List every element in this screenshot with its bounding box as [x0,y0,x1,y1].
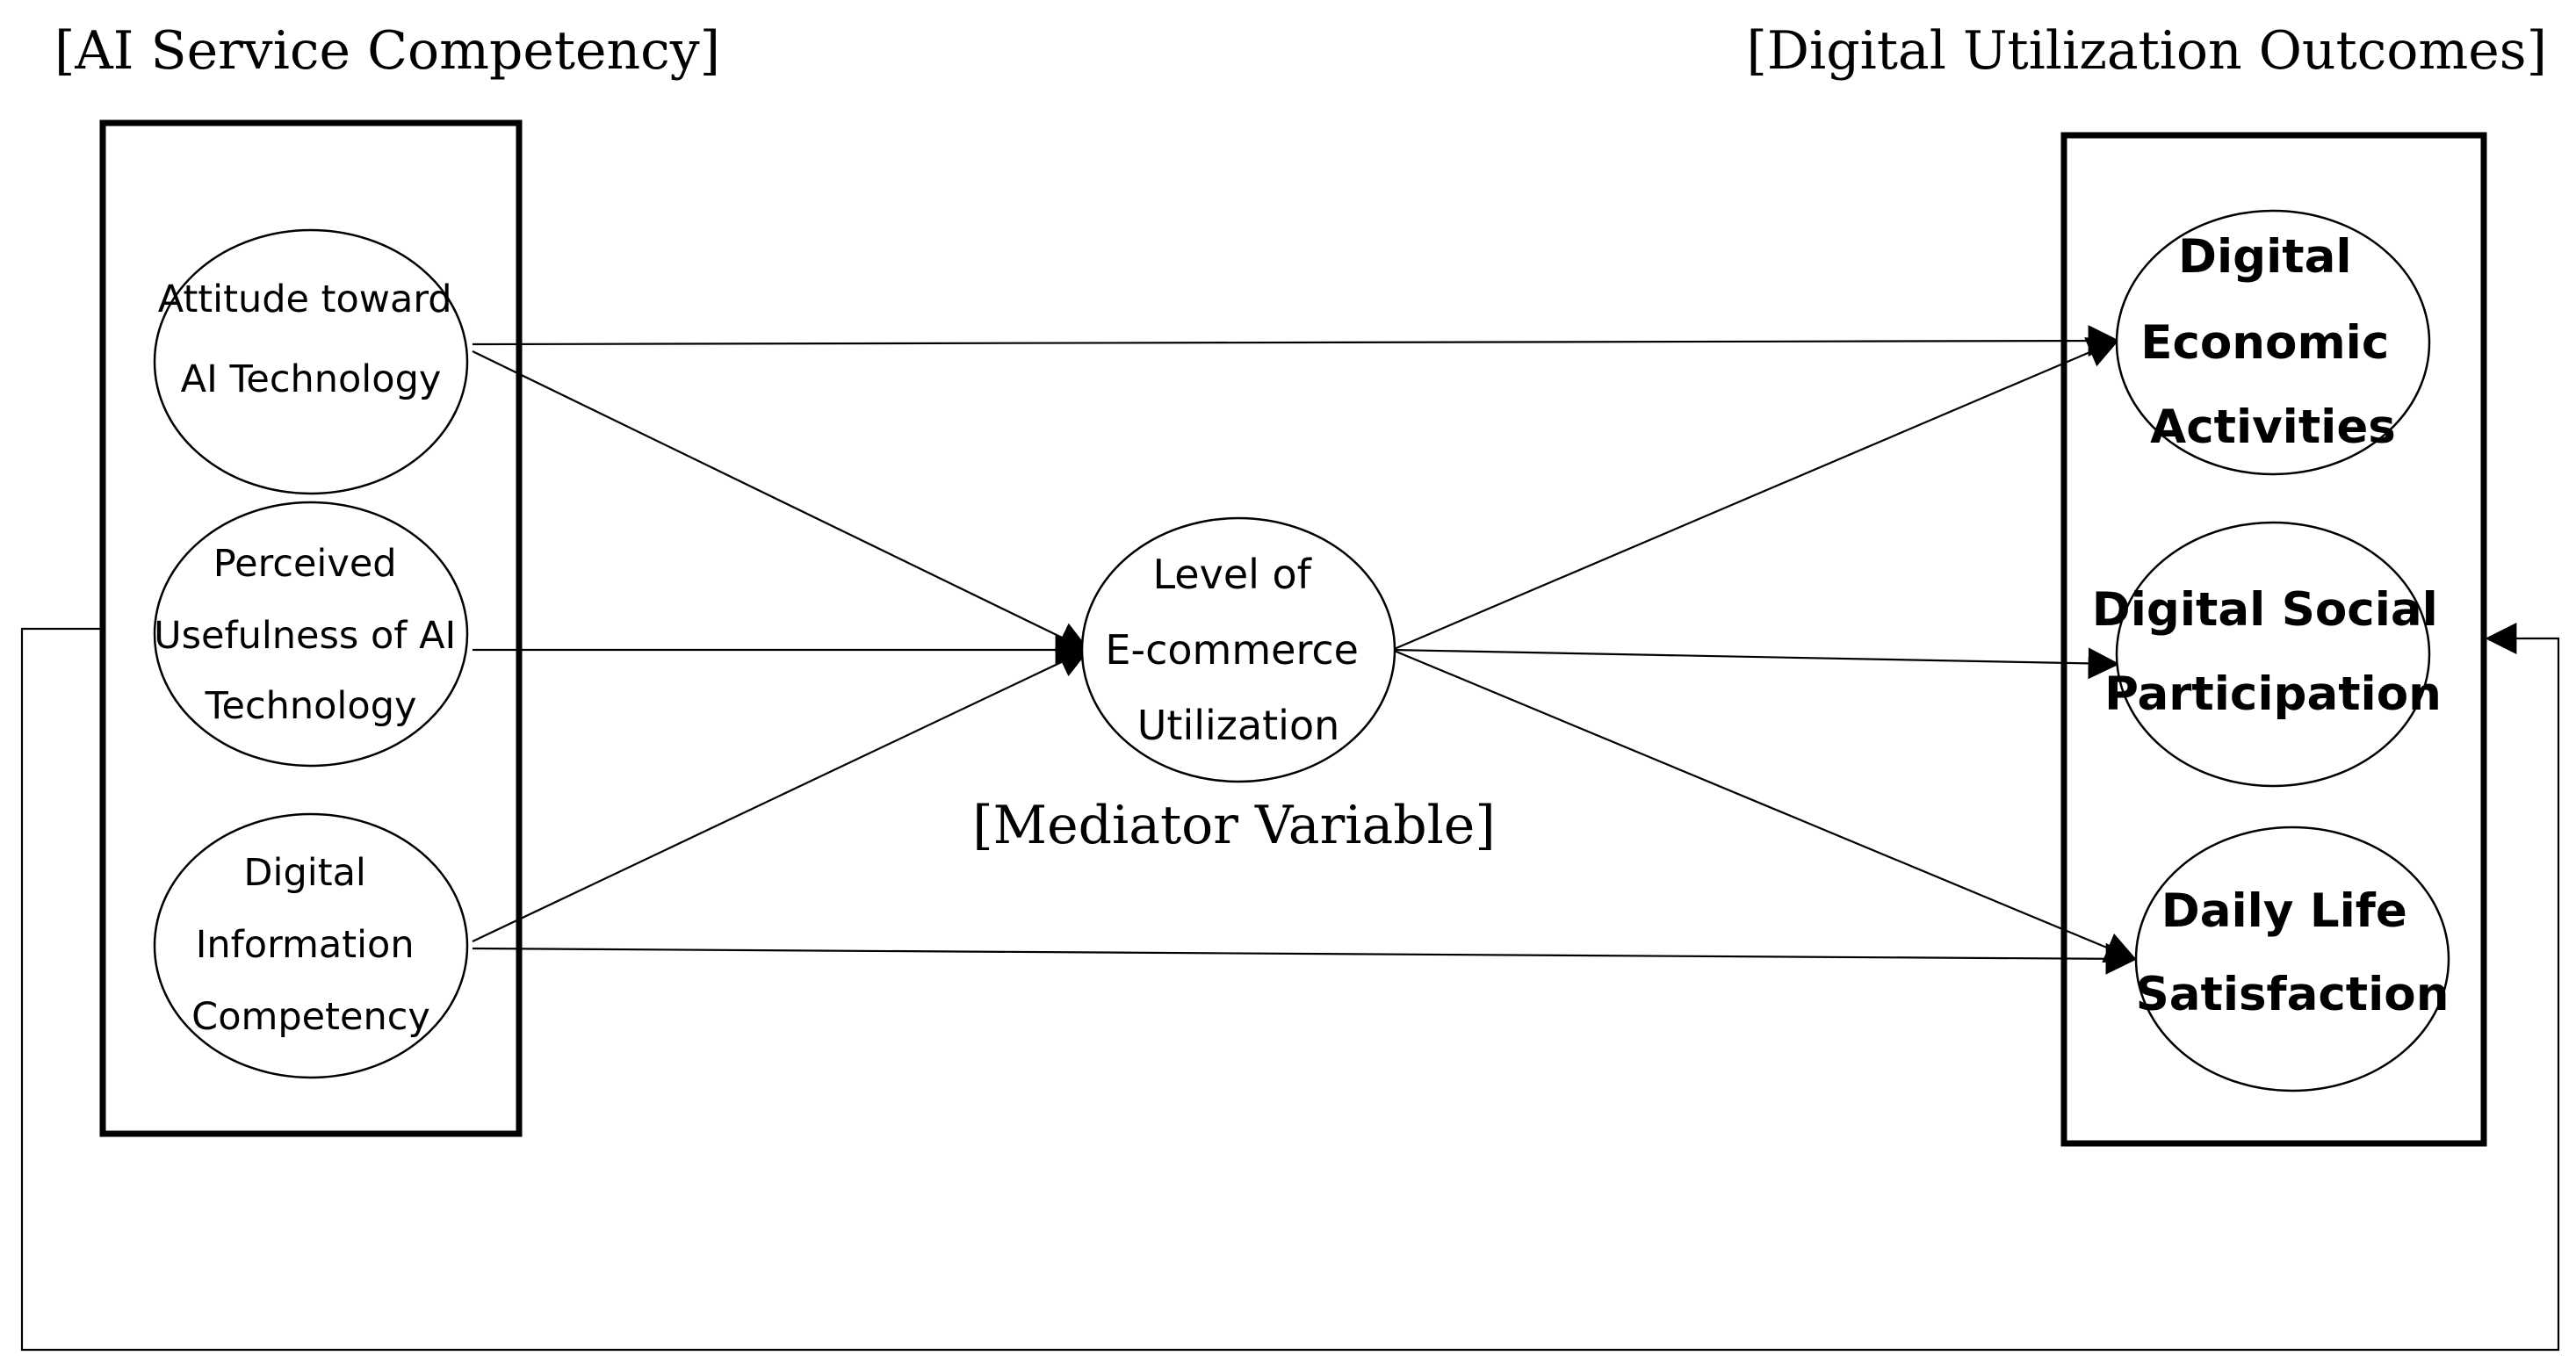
path-competency-to-ecommerce [472,647,1091,942]
node-daily-life-satisfaction: Daily Life Satisfaction [2134,826,2450,1092]
path-attitude-to-economic [472,325,2120,357]
path-attitude-to-ecommerce [472,350,1091,653]
path-ecommerce-to-satisfaction [1391,648,2138,963]
node-ecommerce-label: Level of E-commerce Utilization [1105,551,1371,749]
node-satisfaction-shape [2134,826,2450,1092]
node-social-label: Digital Social Participation [2092,583,2455,721]
node-usefulness-shape [153,501,469,768]
node-economic-label: Digital Economic Activities [2140,230,2405,454]
node-digital-social-participation: Digital Social Participation [2092,521,2455,788]
path-competency-to-satisfaction [472,942,2138,975]
node-ecommerce-utilization: Level of E-commerce Utilization [1080,516,1396,783]
node-social-shape [2115,521,2431,788]
path-ecommerce-to-social [1391,647,2120,680]
node-digital-information-competency: Digital Information Competency [153,812,469,1079]
node-usefulness-label: Perceived Usefulness of AI Technology [154,542,468,728]
path-arrows [472,325,2138,975]
node-perceived-usefulness: Perceived Usefulness of AI Technology [153,501,469,768]
mediator-heading: [Mediator Variable] [972,795,1495,856]
node-attitude-toward-ai: Attitude toward AI Technology [153,228,469,495]
node-satisfaction-label: Daily Life Satisfaction [2136,884,2450,1021]
node-competency-shape [153,812,469,1079]
independent-block-heading: [AI Service Competency] [54,20,720,82]
node-attitude-shape [153,228,469,495]
node-digital-economic-activities: Digital Economic Activities [2115,209,2431,476]
node-competency-label: Digital Information Competency [191,851,430,1039]
node-economic-shape [2115,209,2431,476]
node-attitude-label: Attitude toward AI Technology [158,278,464,401]
node-ecommerce-shape [1080,516,1396,783]
path-ecommerce-to-economic [1391,337,2120,652]
outcome-block-heading: [Digital Utilization Outcomes] [1747,20,2547,82]
feedback-loop-connector [20,623,2560,1352]
outcome-variables-frame [2060,132,2487,1147]
